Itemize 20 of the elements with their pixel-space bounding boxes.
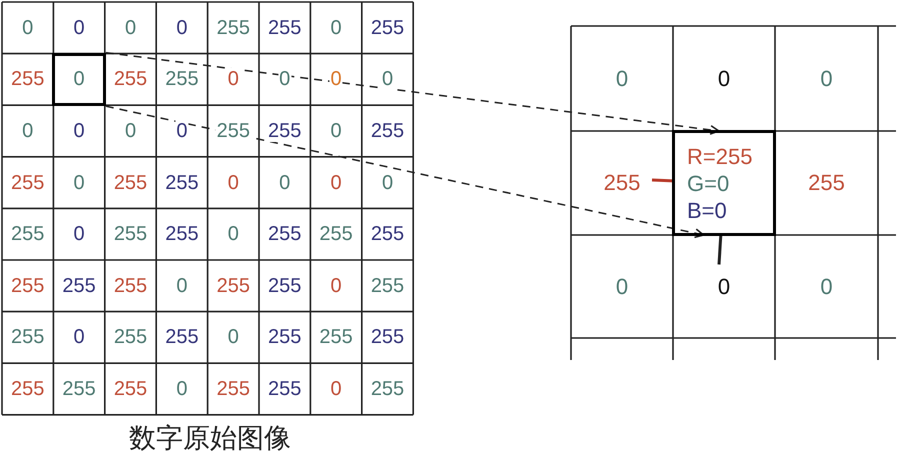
- dashed-line: [106, 52, 720, 135]
- pixel-value-cell: 0: [572, 236, 672, 337]
- channel-value: R=255: [687, 142, 752, 170]
- cell-value: 0: [380, 68, 394, 90]
- caption: 数字原始图像: [128, 422, 292, 456]
- pixel-value-cell: 255: [572, 132, 672, 234]
- pixel-value-cell: 0: [776, 236, 877, 337]
- channel-value: B=0: [687, 196, 727, 224]
- pixel-value-cell: 255: [776, 132, 877, 234]
- pixel-value-cell: 0: [674, 27, 774, 130]
- pixel-value-cell: 0: [776, 27, 877, 130]
- pixel-value-cell: 0: [674, 236, 774, 337]
- connector-line: [718, 234, 722, 265]
- pixel-value-cell: 0: [572, 27, 672, 130]
- dashed-line: [106, 105, 704, 238]
- magnified-pixel-cell: [672, 130, 776, 236]
- channel-value: G=0: [687, 170, 730, 196]
- cell-value: 255: [267, 120, 302, 142]
- connector-line: [652, 178, 674, 182]
- highlighted-cell: 0: [52, 52, 106, 106]
